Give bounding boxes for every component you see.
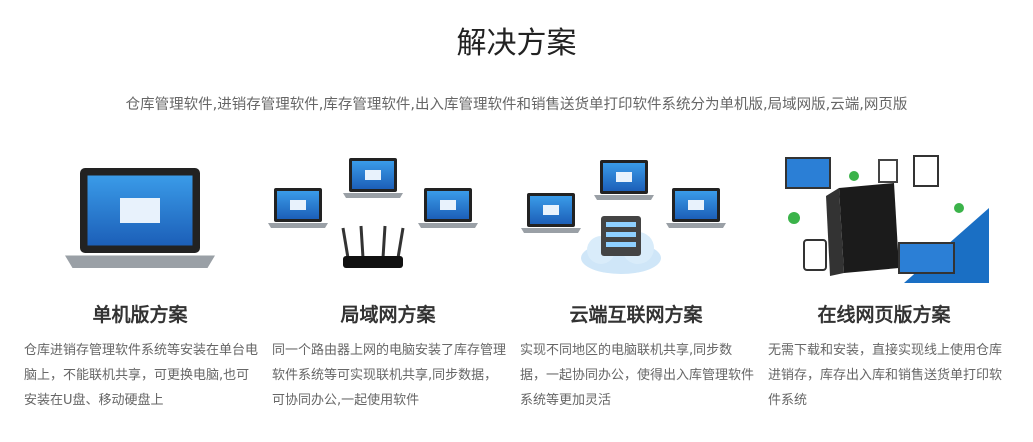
solution-heading: 单机版方案 — [92, 304, 188, 326]
laptop-illustration — [20, 148, 260, 288]
solution-desc: 仓库进销存管理软件系统等安装在单台电脑上，不能联机共享，可更换电脑,也可安装在U… — [24, 343, 259, 408]
page-title: 解决方案 — [456, 26, 577, 61]
solution-desc: 同一个路由器上网的电脑安装了库存管理软件系统等可实现联机共享,同步数据，可协同办… — [272, 343, 507, 408]
solution-desc: 实现不同地区的电脑联机共享,同步数据，一起协同办公，使得出入库管理软件系统等更加… — [520, 343, 755, 408]
solution-card-lan[interactable]: 局域网方案 同一个路由器上网的电脑安装了库存管理软件系统等可实现联机共享,同步数… — [268, 148, 508, 413]
online-server-illustration — [764, 148, 1004, 288]
solution-card-online[interactable]: 在线网页版方案 无需下载和安装，直接实现线上使用仓库进销存，库存出入库和销售送货… — [764, 148, 1004, 413]
solution-heading: 在线网页版方案 — [817, 304, 951, 326]
solution-heading: 局域网方案 — [340, 304, 436, 326]
solution-card-standalone[interactable]: 单机版方案 仓库进销存管理软件系统等安装在单台电脑上，不能联机共享，可更换电脑,… — [20, 148, 260, 413]
lan-router-illustration — [268, 148, 508, 288]
solution-heading: 云端互联网方案 — [569, 304, 703, 326]
cloud-server-illustration — [516, 148, 756, 288]
page-subtitle: 仓库管理软件,进销存管理软件,库存管理软件,出入库管理软件和销售送货单打印软件系… — [125, 97, 908, 113]
solution-desc: 无需下载和安装，直接实现线上使用仓库进销存，库存出入库和销售送货单打印软件系统 — [768, 343, 1003, 408]
solution-card-cloud[interactable]: 云端互联网方案 实现不同地区的电脑联机共享,同步数据，一起协同办公，使得出入库管… — [516, 148, 756, 413]
